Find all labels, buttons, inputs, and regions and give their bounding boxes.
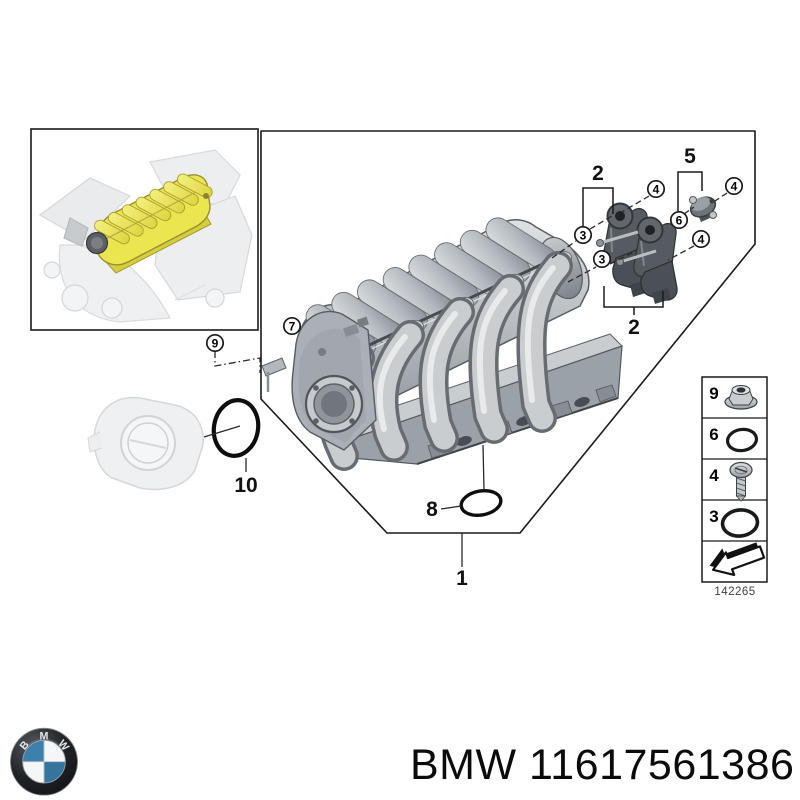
o-ring-10 xyxy=(211,398,261,458)
throttle-body-ghost xyxy=(87,396,204,491)
leader-lines xyxy=(203,192,728,567)
callout-9: 9 xyxy=(205,333,225,353)
intake-manifold xyxy=(261,217,623,471)
label-2-bottom: 2 xyxy=(628,316,640,339)
manifold-front-endcap xyxy=(291,310,377,451)
svg-text:3: 3 xyxy=(580,228,587,242)
svg-text:6: 6 xyxy=(709,425,718,444)
callout-7: 7 xyxy=(282,316,302,336)
legend-row-6: 6 xyxy=(709,425,759,453)
logo-quadrant-blue-tl xyxy=(22,740,44,762)
legend-row-arrow xyxy=(709,542,766,577)
legend-row-3: 3 xyxy=(709,507,760,538)
callout-4a: 4 xyxy=(646,179,666,199)
engine-thumbnail xyxy=(30,128,259,331)
logo-letter-m: M xyxy=(40,730,49,742)
adjuster-screws xyxy=(596,230,657,266)
bracket-lines xyxy=(582,171,703,315)
callout-4c: 4 xyxy=(691,229,711,249)
bracket-5 xyxy=(677,171,703,211)
diagram-frame xyxy=(260,130,756,534)
svg-text:6: 6 xyxy=(676,213,683,227)
flange-nut-icon xyxy=(724,385,758,410)
o-ring-8 xyxy=(459,488,503,518)
svg-text:7: 7 xyxy=(289,319,296,333)
legend-panel: 9 6 4 3 xyxy=(701,376,768,583)
direction-arrow-icon xyxy=(709,542,766,577)
callout-3a: 3 xyxy=(573,225,593,245)
label-10: 10 xyxy=(234,474,257,497)
bracket-2-top xyxy=(582,187,614,227)
highlighted-manifold xyxy=(85,173,213,274)
label-2-top: 2 xyxy=(592,162,604,185)
plenum-ribs xyxy=(305,217,557,358)
callout-3b: 3 xyxy=(592,249,612,269)
callout-6: 6 xyxy=(669,210,689,230)
svg-text:3: 3 xyxy=(599,252,606,266)
svg-text:4: 4 xyxy=(731,179,738,193)
legend-row-9: 9 xyxy=(709,384,758,410)
svg-text:4: 4 xyxy=(709,466,719,485)
manifold-adjuster-units xyxy=(596,202,678,304)
logo-quadrant-blue-br xyxy=(44,761,66,784)
callouts-plain: 2 5 2 1 8 10 xyxy=(234,145,696,590)
legend-row-4: 4 xyxy=(709,461,753,502)
sensor-part xyxy=(689,196,717,222)
screw-icon xyxy=(729,461,753,502)
bracket-2-bottom xyxy=(603,286,664,315)
svg-text:4: 4 xyxy=(653,182,660,196)
label-8: 8 xyxy=(426,498,438,521)
o-ring-small-icon xyxy=(725,427,759,453)
label-1: 1 xyxy=(456,567,468,590)
label-5: 5 xyxy=(684,145,696,168)
svg-text:3: 3 xyxy=(709,507,718,526)
svg-text:9: 9 xyxy=(709,384,718,403)
svg-text:4: 4 xyxy=(698,232,705,246)
svg-text:9: 9 xyxy=(212,336,219,350)
part-number-text: BMW 11617561386 xyxy=(410,741,795,789)
callout-4b: 4 xyxy=(724,176,744,196)
o-ring-large-icon xyxy=(720,508,760,538)
bmw-logo: B M W xyxy=(10,727,78,796)
callouts-circled: 3 3 4 4 4 6 7 9 xyxy=(205,176,744,353)
drawing-number: 142265 xyxy=(714,586,755,598)
